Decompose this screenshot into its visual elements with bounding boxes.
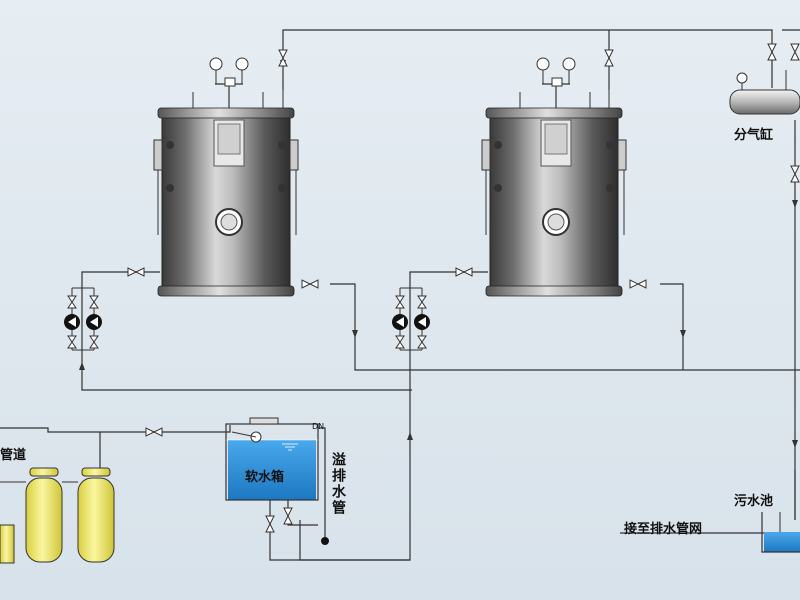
soft-water-tank xyxy=(225,417,329,545)
pipeline-label: 管道 xyxy=(0,448,27,463)
dn-label: DN xyxy=(312,422,325,431)
pump-group-1 xyxy=(64,287,102,351)
softener-tanks xyxy=(0,467,115,564)
boiler-1 xyxy=(153,57,299,297)
valves xyxy=(127,43,800,533)
overflow-pipe-label: 溢排水管 xyxy=(330,452,346,516)
sewage-pit xyxy=(761,512,800,553)
drain-network-label: 接至排水管网 xyxy=(624,522,703,537)
steam-header-label: 分气缸 xyxy=(734,128,774,143)
steam-header xyxy=(729,70,800,115)
soft-water-tank-label: 软水箱 xyxy=(245,470,285,485)
sewage-pit-label: 污水池 xyxy=(734,494,774,509)
pump-group-2 xyxy=(392,287,430,351)
boiler-2 xyxy=(481,57,627,297)
